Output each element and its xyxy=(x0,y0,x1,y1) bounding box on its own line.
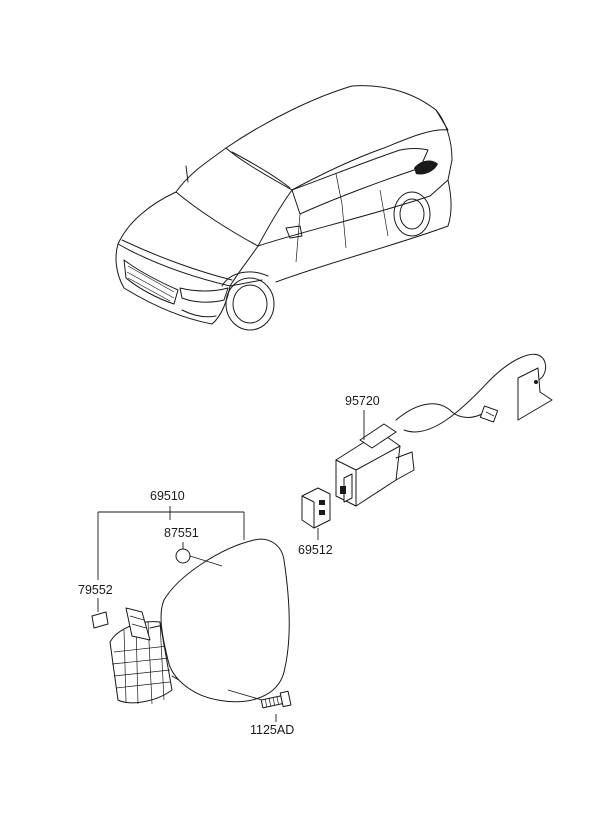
car-illustration xyxy=(115,85,453,331)
part-label-1125AD[interactable]: 1125AD xyxy=(250,723,294,737)
part-label-79552[interactable]: 79552 xyxy=(78,583,113,597)
part-labels: 95720 69510 87551 79552 69512 1125AD xyxy=(78,394,380,737)
part-label-69510[interactable]: 69510 xyxy=(150,489,185,503)
leader-lines xyxy=(97,410,365,722)
fuel-door-assembly xyxy=(91,538,292,709)
part-label-87551[interactable]: 87551 xyxy=(164,526,199,540)
bracket-69512 xyxy=(301,487,331,529)
part-label-69512[interactable]: 69512 xyxy=(298,543,333,557)
part-label-95720[interactable]: 95720 xyxy=(345,394,380,408)
fuel-door-actuator xyxy=(335,354,553,507)
